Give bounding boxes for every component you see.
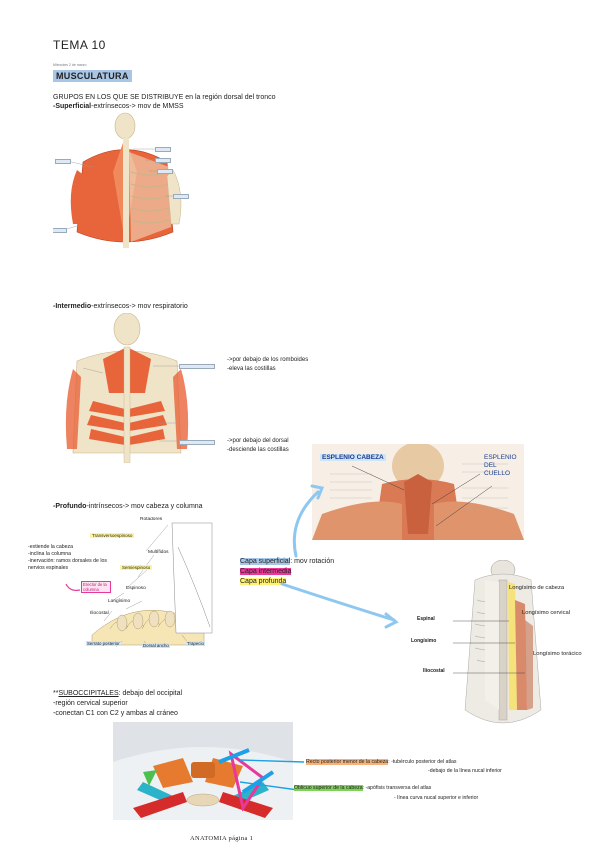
lbl-spine-iliocostal: Iliocostal <box>423 668 445 674</box>
capa-profunda-label: Capa profunda <box>240 578 287 585</box>
profundo-side-2: -inclina la columna <box>28 551 71 557</box>
lbl-long-toracico: Longísimo torácico <box>533 651 582 657</box>
lbl-espinal: Espinal <box>417 616 435 622</box>
profundo-side-4: nervios espinales <box>28 565 69 571</box>
lbl-espinoso: Espinoso <box>126 586 146 591</box>
intermedio-note1-b: -eleva las costillas <box>227 366 276 372</box>
profundo-label: -Profundo <box>53 503 87 510</box>
superficial-back-illustration <box>53 112 203 258</box>
suboccipitales-label: SUBOCCIPITALES <box>58 690 119 697</box>
label-box <box>155 158 171 163</box>
esplenio-cuello-2: DEL <box>484 462 497 469</box>
suboccipitales-rest: : debajo del occipital <box>118 690 183 697</box>
lbl-rotadores: Rotadores <box>140 517 163 522</box>
lbl-trapecio: Trapecio <box>186 641 205 646</box>
esplenio-cuello-1: ESPLENIO <box>484 454 517 461</box>
intermedio-rest: -extrínsecos-> mov respiratorio <box>91 303 188 310</box>
capa-intermedia-label: Capa intermedia <box>240 568 292 575</box>
oblicuo-label: Oblicuo superior de la cabeza <box>294 785 363 791</box>
capa-intermedia-line: Capa intermedia <box>240 568 292 577</box>
label-box <box>155 147 171 152</box>
profundo-cross-section: Rotadores Multífidos Espinoso Longísimo … <box>82 517 214 650</box>
esplenio-illustration: ESPLENIO CABEZA ESPLENIO DEL CUELLO <box>312 444 524 540</box>
intermedio-label: -Intermedio <box>53 303 92 310</box>
label-box <box>179 440 215 445</box>
date-note: Miércoles 2 de marzo <box>53 63 87 67</box>
erector-spinae-illustration: Espinal Longísimo Iliocostal <box>405 560 575 738</box>
suboccipital-blue-leaders <box>240 759 305 791</box>
tag-erector: Erector de la columna <box>81 581 111 593</box>
lbl-multifidos: Multífidos <box>148 550 169 555</box>
capa-superficial-line: Capa superficial: mov rotación <box>240 558 334 567</box>
suboccipitales-line1: -región cervical superior <box>53 700 128 707</box>
esplenio-cuello-3: CUELLO <box>484 470 511 477</box>
profundo-rest: -intrínsecos-> mov cabeza y columna <box>86 503 203 510</box>
suboccipitales-prefix: ** <box>53 690 59 697</box>
label-box <box>53 228 67 233</box>
lbl-dorsal: Dorsal ancho <box>142 643 170 648</box>
recto-rest1: : -tubérculo posterior del atlas <box>388 759 457 765</box>
oblicuo-rest1: : -apófisis transversa del atlas <box>362 785 432 791</box>
capa-superficial-rest: : mov rotación <box>290 558 335 565</box>
suboccipitales-line: **SUBOCCIPITALES: debajo del occipital <box>53 690 182 699</box>
label-box <box>157 169 173 174</box>
erector-pink-arrow <box>65 583 81 591</box>
lbl-long-cervical: Longísimo cervical <box>522 610 571 616</box>
intermedio-back-illustration <box>53 313 223 463</box>
esplenio-cabeza-label: ESPLENIO CABEZA <box>320 454 386 461</box>
lbl-serrato: Serrato posterior <box>86 641 121 646</box>
profundo-line: -Profundo-intrínsecos-> mov cabeza y col… <box>53 503 203 512</box>
section-heading: MUSCULATURA <box>53 70 132 82</box>
intermedio-line: -Intermedio-extrínsecos-> mov respirator… <box>53 303 188 312</box>
recto-rest2: -debajo de la línea nucal inferior <box>428 768 502 774</box>
superficial-label: -Superficial <box>53 103 92 110</box>
capa-profunda-line: Capa profunda <box>240 578 287 587</box>
recto-line: Recto posterior menor de la cabeza: -tub… <box>306 759 457 766</box>
tag-semiespinoso: Semiespinoso <box>120 565 153 570</box>
lbl-iliocostal: Iliocostal <box>90 611 109 616</box>
intermedio-note2-a: ->por debajo del dorsal <box>227 438 289 444</box>
page-title: TEMA 10 <box>53 38 106 52</box>
label-box <box>173 194 189 199</box>
tag-transversoespinoso: Transversoespinoso <box>90 533 135 538</box>
suboccipital-illustration <box>113 722 293 820</box>
intermedio-note1-a: ->por debajo de los romboides <box>227 357 309 363</box>
profundo-side-3: -inervación: ramos dorsales de los <box>28 558 108 564</box>
lbl-longisimo: Longísimo <box>108 599 131 604</box>
page-footer: ANATOMIA página 1 <box>190 835 254 842</box>
superficial-rest: -extrínsecos-> mov de MMSS <box>91 103 184 110</box>
capa-superficial-label: Capa superficial <box>240 558 291 565</box>
lbl-spine-longisimo: Longísimo <box>411 638 437 644</box>
intermedio-note2-b: -desciende las costillas <box>227 447 289 453</box>
oblicuo-rest2: - línea curva nucal superior e inferior <box>394 795 479 801</box>
profundo-side-1: -extiende la cabeza <box>28 544 73 550</box>
recto-label: Recto posterior menor de la cabeza <box>306 759 389 765</box>
suboccipitales-line2: -conectan C1 con C2 y ambas al cráneo <box>53 710 178 717</box>
esplenio-cuello-label: ESPLENIO DEL CUELLO <box>484 454 517 478</box>
intro-text: GRUPOS EN LOS QUE SE DISTRIBUYE en la re… <box>53 94 276 101</box>
oblicuo-line: Oblicuo superior de la cabeza: -apófisis… <box>294 785 431 792</box>
label-box <box>179 364 215 369</box>
label-box <box>55 159 71 164</box>
superficial-line: -Superficial-extrínsecos-> mov de MMSS <box>53 103 184 112</box>
lbl-long-cabeza: Longísimo de cabeza <box>509 585 565 591</box>
